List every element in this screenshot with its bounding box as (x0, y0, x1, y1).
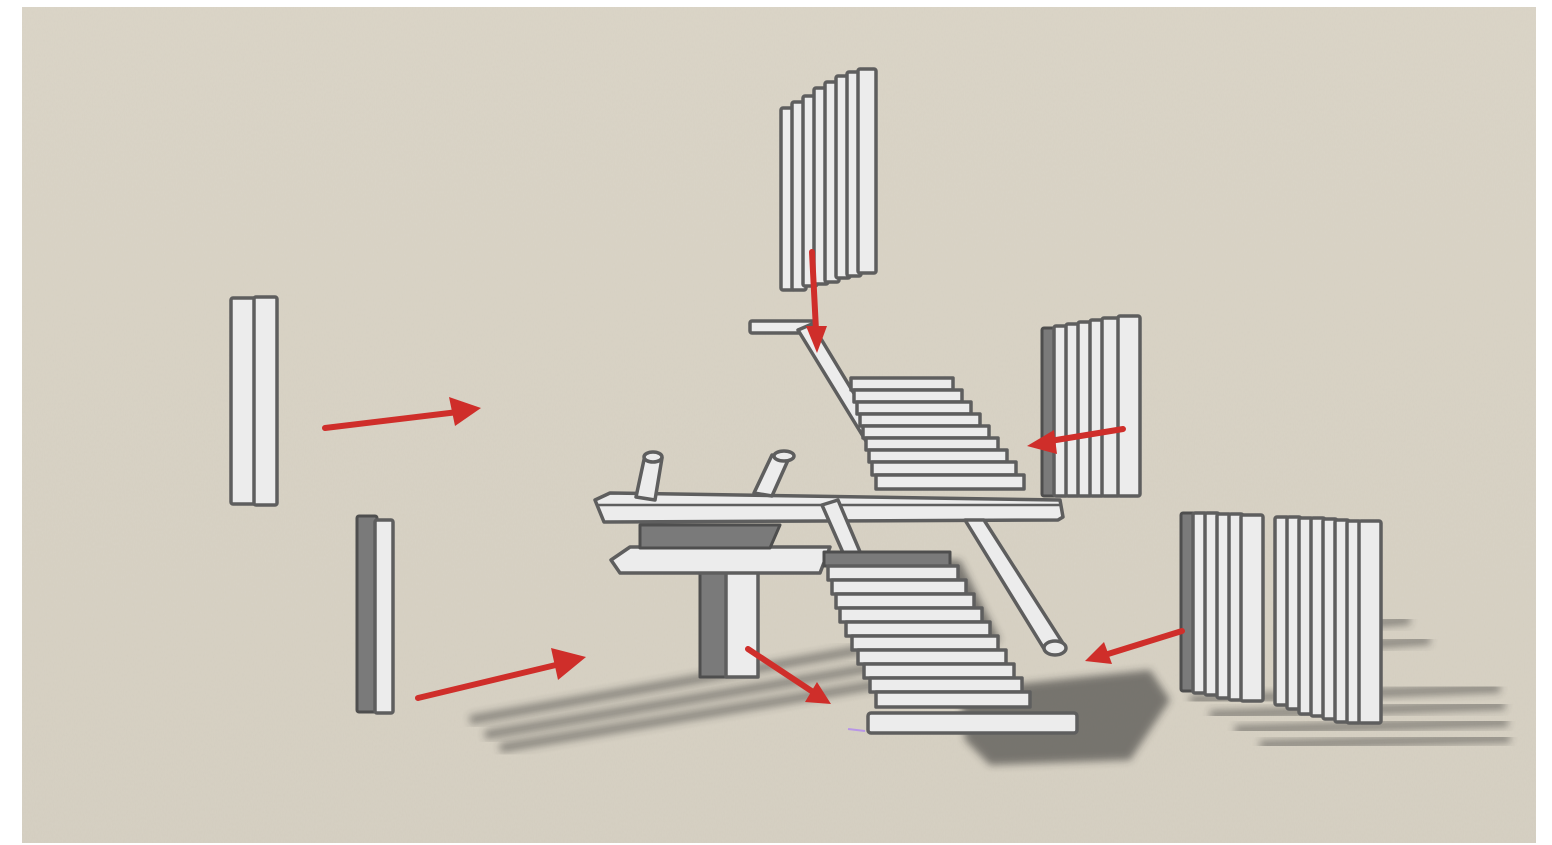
pillar-left-bottom (357, 516, 393, 713)
pillar-cluster-right-lower (1181, 513, 1381, 723)
pillar-cluster-top (781, 69, 876, 290)
floating-pillar-left-top (231, 297, 277, 505)
pillar-cluster-right-upper (1042, 316, 1140, 496)
